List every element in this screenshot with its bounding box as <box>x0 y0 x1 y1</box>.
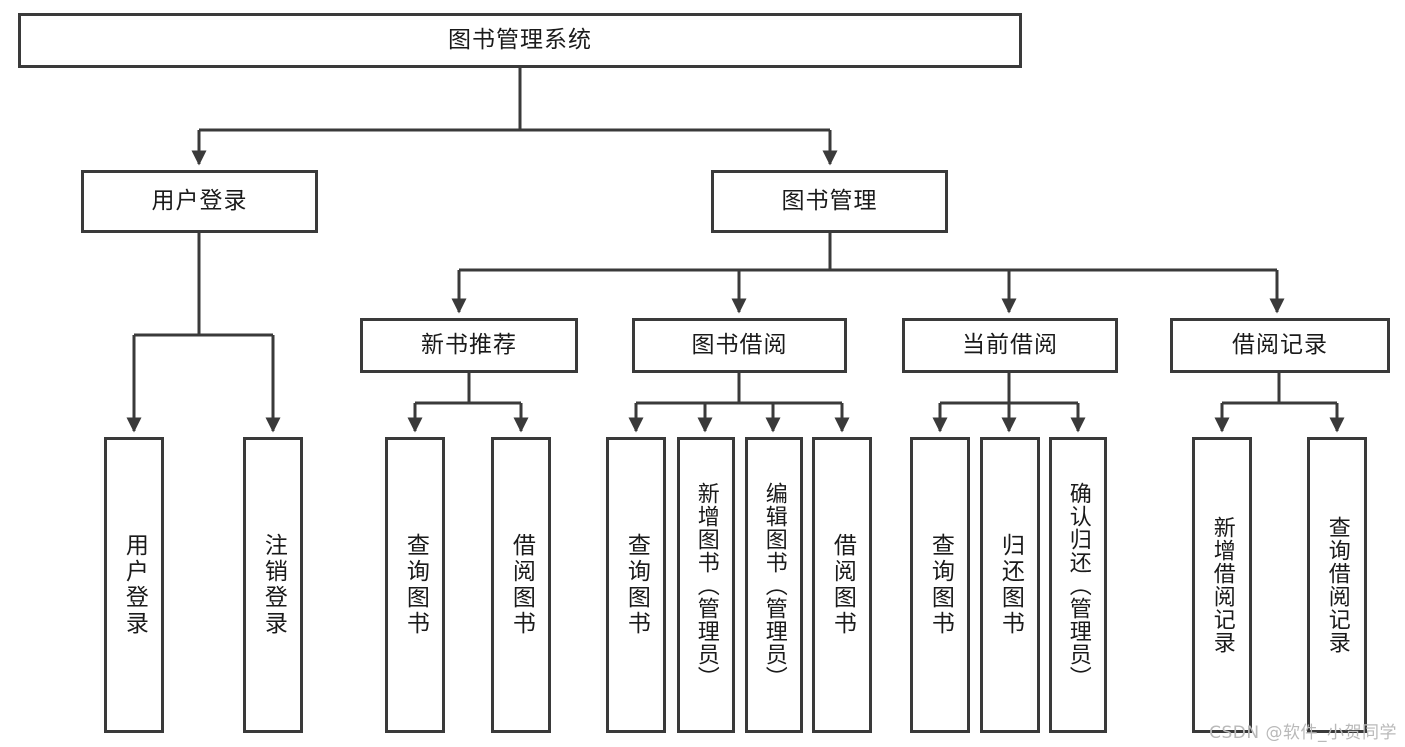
node-leaf-add-book-label: 新增图书（管理员） <box>693 481 719 689</box>
node-leaf-query-book-3[interactable]: 查询图书 <box>910 437 970 733</box>
node-leaf-add-record[interactable]: 新增借阅记录 <box>1192 437 1252 733</box>
node-new-book-recommend[interactable]: 新书推荐 <box>360 318 578 373</box>
node-borrow-record-label: 借阅记录 <box>1232 332 1328 359</box>
node-leaf-borrow-book-2[interactable]: 借阅图书 <box>812 437 872 733</box>
node-user-login-label: 用户登录 <box>151 188 248 215</box>
node-current-borrow-label: 当前借阅 <box>962 332 1058 359</box>
node-current-borrow[interactable]: 当前借阅 <box>902 318 1118 373</box>
node-leaf-return-book[interactable]: 归还图书 <box>980 437 1040 733</box>
node-leaf-borrow-book-1[interactable]: 借阅图书 <box>491 437 551 733</box>
node-leaf-add-book[interactable]: 新增图书（管理员） <box>677 437 735 733</box>
node-borrow-record[interactable]: 借阅记录 <box>1170 318 1390 373</box>
node-book-management[interactable]: 图书管理 <box>711 170 948 233</box>
node-leaf-query-book-1-label: 查询图书 <box>402 533 429 637</box>
node-book-borrow[interactable]: 图书借阅 <box>632 318 847 373</box>
node-leaf-user-login-label: 用户登录 <box>121 533 148 637</box>
node-leaf-user-logout[interactable]: 注销登录 <box>243 437 303 733</box>
node-leaf-query-book-2-label: 查询图书 <box>623 533 650 637</box>
node-root[interactable]: 图书管理系统 <box>18 13 1022 68</box>
node-root-label: 图书管理系统 <box>448 27 592 54</box>
node-leaf-confirm-return[interactable]: 确认归还（管理员） <box>1049 437 1107 733</box>
node-leaf-query-book-2[interactable]: 查询图书 <box>606 437 666 733</box>
node-leaf-query-record[interactable]: 查询借阅记录 <box>1307 437 1367 733</box>
node-leaf-query-book-1[interactable]: 查询图书 <box>385 437 445 733</box>
node-leaf-query-record-label: 查询借阅记录 <box>1324 516 1350 654</box>
node-leaf-borrow-book-1-label: 借阅图书 <box>508 533 535 637</box>
node-book-management-label: 图书管理 <box>781 188 878 215</box>
node-leaf-add-record-label: 新增借阅记录 <box>1209 516 1235 654</box>
node-user-login[interactable]: 用户登录 <box>81 170 318 233</box>
node-leaf-borrow-book-2-label: 借阅图书 <box>829 533 856 637</box>
node-leaf-return-book-label: 归还图书 <box>997 533 1024 637</box>
csdn-watermark: CSDN @软件_小贺同学 <box>1209 723 1397 743</box>
node-new-book-recommend-label: 新书推荐 <box>421 332 517 359</box>
node-leaf-user-logout-label: 注销登录 <box>260 533 287 637</box>
node-leaf-edit-book-label: 编辑图书（管理员） <box>761 481 787 689</box>
node-leaf-confirm-return-label: 确认归还（管理员） <box>1065 481 1091 689</box>
node-leaf-user-login[interactable]: 用户登录 <box>104 437 164 733</box>
node-book-borrow-label: 图书借阅 <box>691 332 788 359</box>
node-leaf-query-book-3-label: 查询图书 <box>927 533 954 637</box>
node-leaf-edit-book[interactable]: 编辑图书（管理员） <box>745 437 803 733</box>
